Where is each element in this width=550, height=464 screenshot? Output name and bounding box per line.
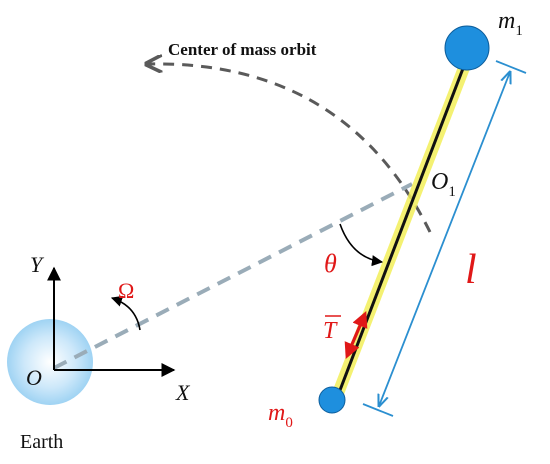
tension-arrow — [344, 311, 368, 359]
earth-label: Earth — [20, 431, 63, 453]
omega-label: Ω — [118, 278, 134, 303]
theta-arc — [339, 223, 384, 267]
o1-label: O — [431, 169, 448, 195]
tension-label: T — [323, 318, 338, 344]
length-tick-top — [495, 60, 527, 74]
omega-arrow — [110, 295, 141, 331]
o1-subscript: 1 — [448, 184, 456, 200]
x-axis-label: X — [175, 380, 191, 405]
orbit-label: Center of mass orbit — [168, 40, 317, 59]
length-dimension-line — [379, 72, 510, 406]
svg-text:O1: O1 — [431, 169, 456, 200]
m0-label: m — [268, 400, 285, 426]
svg-text:m0: m0 — [268, 400, 293, 431]
orbit-arc — [148, 64, 432, 233]
theta-label: θ — [324, 249, 337, 278]
orbit-radius-line — [53, 182, 413, 370]
m1-label: m — [498, 8, 515, 34]
mass-m0 — [318, 386, 346, 414]
length-tick-bottom — [362, 403, 394, 417]
y-axis-label: Y — [30, 252, 45, 277]
origin-label: O — [26, 365, 42, 390]
length-label: l — [465, 247, 477, 293]
m0-subscript: 0 — [285, 415, 293, 431]
mass-m1 — [444, 25, 490, 71]
earth-globe — [7, 319, 93, 405]
m1-subscript: 1 — [515, 23, 523, 39]
svg-text:m1: m1 — [498, 8, 523, 39]
